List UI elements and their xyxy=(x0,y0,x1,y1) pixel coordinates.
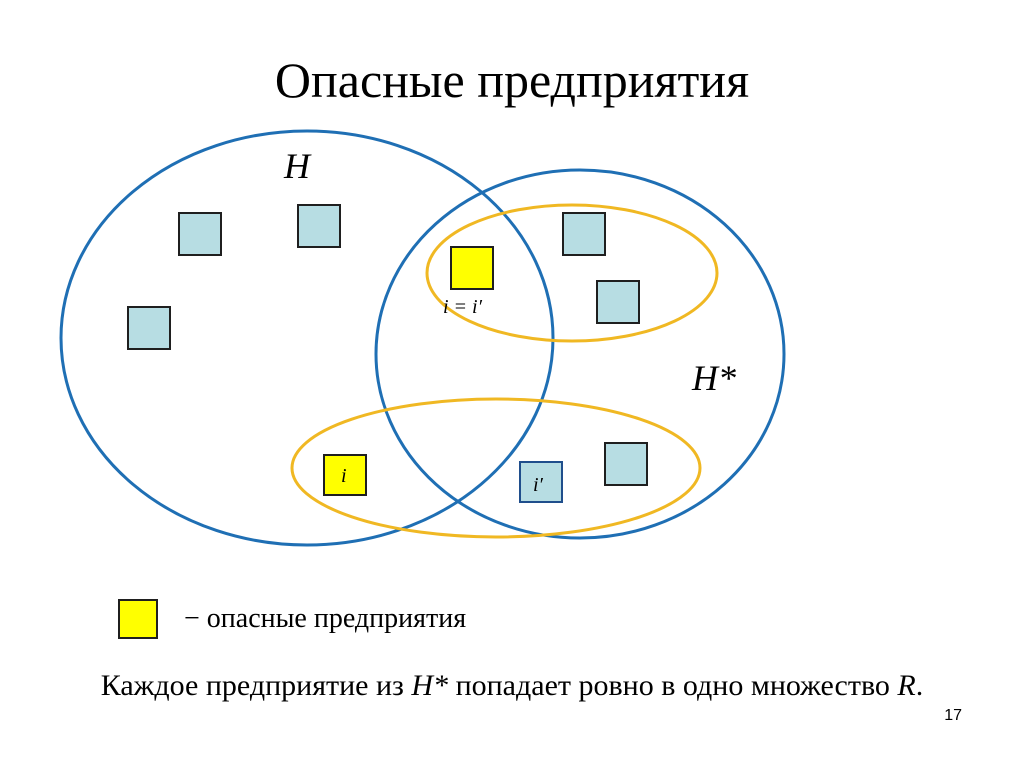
enterprise-box xyxy=(562,212,606,256)
caption-r: R xyxy=(897,669,916,702)
enterprise-box-i-prime xyxy=(519,461,563,503)
legend-hazardous-swatch xyxy=(118,599,158,639)
set-h-star-label: H* xyxy=(691,358,736,398)
set-h-ellipse xyxy=(59,129,555,547)
enterprise-box xyxy=(596,280,640,324)
hazardous-enterprise-box-i xyxy=(323,454,367,496)
caption-part2: попадает ровно в одно множество xyxy=(448,669,898,702)
set-h-star-ellipse xyxy=(374,168,786,540)
caption-part1: Каждое предприятие из xyxy=(100,669,412,702)
enterprise-box xyxy=(604,442,648,486)
set-h-label: H xyxy=(283,146,312,186)
group-r-lower-ellipse xyxy=(290,397,702,539)
enterprise-box xyxy=(178,212,222,256)
page-number: 17 xyxy=(944,707,962,724)
enterprise-box xyxy=(127,306,171,350)
caption-h-star: H* xyxy=(411,669,449,702)
slide-title: Опасные предприятия xyxy=(274,52,750,108)
enterprise-box xyxy=(297,204,341,248)
caption: Каждое предприятие из H* попадает ровно … xyxy=(0,666,1024,706)
legend-text: − опасные предприятия xyxy=(184,603,467,634)
legend: − опасные предприятия xyxy=(118,597,466,641)
group-r-upper-ellipse xyxy=(425,203,719,343)
box-i-label: i xyxy=(341,465,347,487)
overlap-box-label: i = i′ xyxy=(443,296,483,318)
box-i-prime-label: i′ xyxy=(533,474,544,496)
hazardous-enterprise-box xyxy=(450,246,494,290)
caption-part3: . xyxy=(915,669,924,702)
